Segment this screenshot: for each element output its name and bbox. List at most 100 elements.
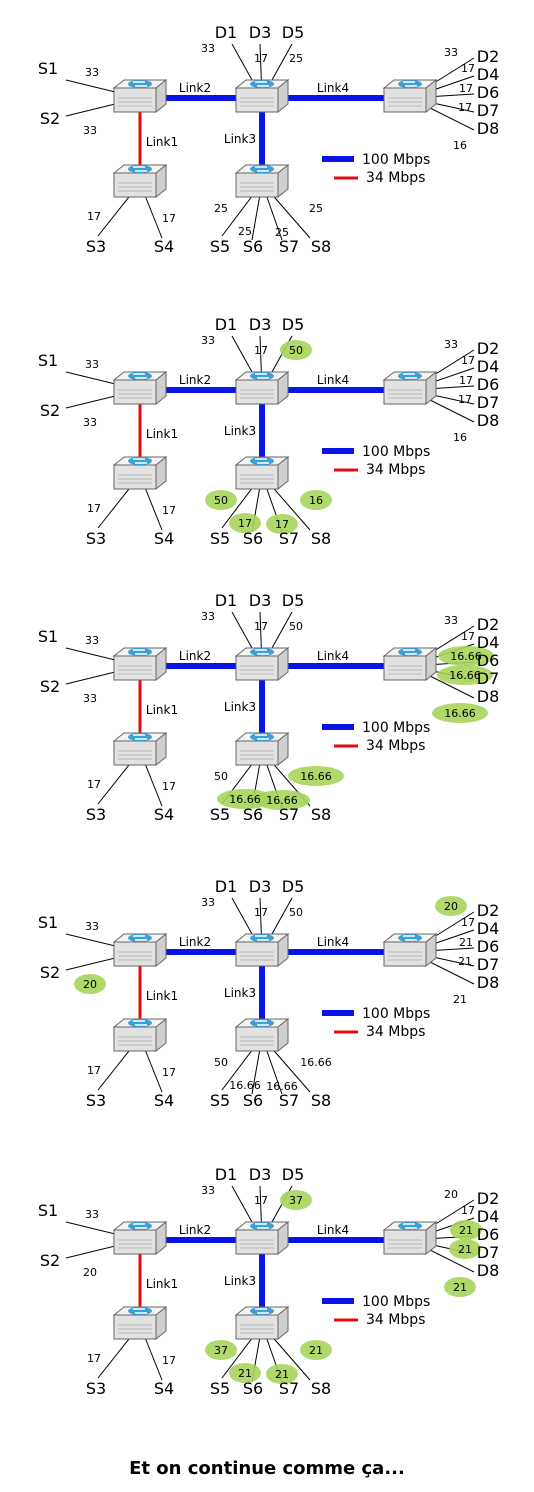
host-d3-label: D3 xyxy=(249,23,272,42)
host-s1-label: S1 xyxy=(38,913,58,932)
switch-arrows xyxy=(133,649,147,655)
rate-d7: 17 xyxy=(458,393,472,406)
switch-logo xyxy=(398,648,422,656)
switch-arrows xyxy=(133,1223,147,1229)
host-s3-label: S3 xyxy=(86,1379,106,1398)
host-s3-label: S3 xyxy=(86,805,106,824)
highlight-D5 xyxy=(280,340,312,360)
rate-d2: 33 xyxy=(444,614,458,627)
rate-d4: 17 xyxy=(461,916,475,929)
switch-side-face xyxy=(425,932,437,968)
link1-label: Link1 xyxy=(146,989,178,1003)
host-d6-label: D6 xyxy=(477,1225,500,1244)
switch-front-face xyxy=(113,740,157,766)
switch-front-face xyxy=(113,1026,157,1052)
host-d2-label: D2 xyxy=(477,1189,500,1208)
link2-label: Link2 xyxy=(179,649,211,663)
rate-s5: 25 xyxy=(214,202,228,215)
host-d5-label: D5 xyxy=(282,23,305,42)
rate-d6: 16.66 xyxy=(450,650,482,663)
highlight-S7 xyxy=(266,514,298,534)
host-s5-label: S5 xyxy=(210,1091,230,1110)
host-s2-label: S2 xyxy=(40,963,60,982)
link4-label: Link4 xyxy=(317,373,349,387)
switch-a-icon xyxy=(112,932,168,968)
host-d2-label: D2 xyxy=(477,901,500,920)
switch-logo xyxy=(250,165,274,173)
rate-s2: 20 xyxy=(83,1266,97,1279)
switch-front-face xyxy=(235,1229,279,1255)
host-s3-label: S3 xyxy=(86,237,106,256)
switch-arrows xyxy=(255,935,269,941)
host-s1-label: S1 xyxy=(38,351,58,370)
switch-arrows xyxy=(255,458,269,464)
host-s3-label: S3 xyxy=(86,1091,106,1110)
rate-d8: 16 xyxy=(453,139,467,152)
switch-b-icon xyxy=(234,78,290,114)
switch-logo xyxy=(128,1222,152,1230)
host-d2-label: D2 xyxy=(477,615,500,634)
rate-s8: 16 xyxy=(309,494,323,507)
host-d1-label: D1 xyxy=(215,877,238,896)
switch-arrows xyxy=(133,166,147,172)
rate-s7: 17 xyxy=(275,518,289,531)
switch-logo xyxy=(250,457,274,465)
rate-d7: 17 xyxy=(458,101,472,114)
highlight-S5 xyxy=(205,1340,237,1360)
switch-front-face xyxy=(383,379,427,405)
link2-label: Link2 xyxy=(179,1223,211,1237)
rate-s8: 21 xyxy=(309,1344,323,1357)
switch-arrows xyxy=(133,373,147,379)
host-s2-label: S2 xyxy=(40,1251,60,1270)
link3-label: Link3 xyxy=(224,1274,256,1288)
host-s6-label: S6 xyxy=(243,1379,263,1398)
rate-d1: 33 xyxy=(201,334,215,347)
switch-logo xyxy=(250,1019,274,1027)
switch-logo xyxy=(250,1307,274,1315)
host-s7-label: S7 xyxy=(279,237,299,256)
rate-d5: 37 xyxy=(289,1194,303,1207)
rate-d7: 21 xyxy=(458,955,472,968)
switch-logo xyxy=(128,80,152,88)
rate-d3: 17 xyxy=(254,1194,268,1207)
rate-s5: 50 xyxy=(214,494,228,507)
switch-front-face xyxy=(235,87,279,113)
rate-s6: 16.66 xyxy=(229,793,261,806)
host-s7-label: S7 xyxy=(279,529,299,548)
rate-d3: 17 xyxy=(254,620,268,633)
switch-logo xyxy=(128,1307,152,1315)
rate-d2: 33 xyxy=(444,46,458,59)
rate-s6: 21 xyxy=(238,1367,252,1380)
switch-side-face xyxy=(155,455,167,491)
switch-arrows xyxy=(133,734,147,740)
switch-side-face xyxy=(277,731,289,767)
switch-arrows xyxy=(133,935,147,941)
host-s2-label: S2 xyxy=(40,401,60,420)
switch-f-icon xyxy=(234,163,290,199)
switch-front-face xyxy=(235,1026,279,1052)
host-s5-label: S5 xyxy=(210,529,230,548)
host-s6-label: S6 xyxy=(243,1091,263,1110)
rate-s4: 17 xyxy=(162,504,176,517)
link4-label: Link4 xyxy=(317,1223,349,1237)
link3-label: Link3 xyxy=(224,424,256,438)
host-d6-label: D6 xyxy=(477,651,500,670)
switch-a-icon xyxy=(112,1220,168,1256)
host-s7-label: S7 xyxy=(279,1379,299,1398)
rate-s3: 17 xyxy=(87,502,101,515)
host-s5-label: S5 xyxy=(210,805,230,824)
caption: Et on continue comme ça... xyxy=(129,1458,405,1479)
host-d7-label: D7 xyxy=(477,101,500,120)
rate-s3: 17 xyxy=(87,210,101,223)
rate-s3: 17 xyxy=(87,1064,101,1077)
switch-logo xyxy=(398,80,422,88)
switch-logo xyxy=(128,733,152,741)
host-d4-label: D4 xyxy=(477,357,500,376)
link2-label: Link2 xyxy=(179,81,211,95)
switch-c-icon xyxy=(382,78,438,114)
host-d6-label: D6 xyxy=(477,375,500,394)
rate-s7: 16.66 xyxy=(266,794,298,807)
host-s3-label: S3 xyxy=(86,529,106,548)
switch-c-icon xyxy=(382,370,438,406)
